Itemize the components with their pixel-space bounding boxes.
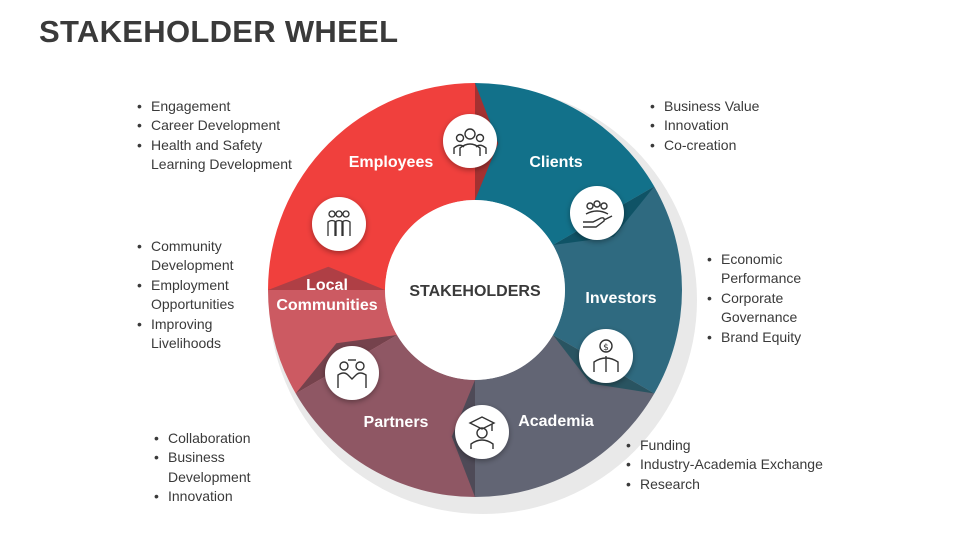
partners-bullet-list: CollaborationBusinessDevelopmentInnovati…	[153, 429, 251, 507]
investors-bullet-item: Governance	[721, 309, 798, 326]
segment-arrow-tip	[552, 186, 655, 245]
investors-bullet-item: Economic	[706, 250, 801, 270]
handshake-care-icon	[570, 186, 624, 240]
segment-label-employees: Employees	[349, 154, 434, 171]
segment-local-communities	[268, 290, 398, 394]
graduate-icon	[455, 405, 509, 459]
slide-title: STAKEHOLDER WHEEL	[39, 14, 399, 49]
investors-bullet-list: EconomicPerformanceCorporateGovernanceBr…	[706, 250, 801, 347]
segment-arrow-tip	[268, 266, 385, 290]
partners-bullet-item: Collaboration	[153, 429, 251, 449]
investor-dollar-icon: $	[579, 329, 633, 383]
center-label: STAKEHOLDERS	[409, 283, 541, 300]
employees-bullet-item: Career Development	[136, 116, 292, 136]
segment-label-clients: Clients	[529, 154, 582, 171]
employees-bullet-item: Engagement	[136, 97, 292, 117]
partners-bullet-item: Business	[153, 448, 251, 468]
academia-bullet-item: Funding	[625, 436, 823, 456]
local-communities-bullet-item: Improving	[136, 315, 234, 335]
local-communities-bullet-item: Development	[151, 257, 234, 274]
investors-bullet-item: Performance	[721, 270, 802, 287]
academia-bullet-item: Industry-Academia Exchange	[625, 455, 823, 475]
academia-bullet-list: FundingIndustry-Academia ExchangeResearc…	[625, 436, 823, 495]
segment-label-academia: Academia	[518, 413, 594, 430]
local-communities-bullet-item: Opportunities	[151, 296, 235, 313]
segment-label-investors: Investors	[585, 290, 656, 307]
center-circle	[385, 200, 565, 380]
clients-bullet-item: Innovation	[649, 116, 759, 136]
svg-text:$: $	[603, 343, 609, 353]
community-icon	[312, 197, 366, 251]
clients-bullet-item: Business Value	[649, 97, 759, 117]
academia-bullet-item: Research	[625, 475, 823, 495]
segment-label-partners: Partners	[364, 414, 429, 431]
investors-bullet-item: Brand Equity	[706, 328, 801, 348]
local-communities-bullet-item: Employment	[136, 276, 234, 296]
employees-bullet-list: EngagementCareer DevelopmentHealth and S…	[136, 97, 292, 175]
employees-bullet-item: Learning Development	[151, 156, 292, 173]
clients-bullet-item: Co-creation	[649, 136, 759, 156]
investors-bullet-item: Corporate	[706, 289, 801, 309]
partners-bullet-item: Innovation	[153, 487, 251, 507]
local-communities-bullet-list: CommunityDevelopmentEmploymentOpportunit…	[136, 237, 234, 353]
segment-label-communities: Communities	[276, 297, 377, 314]
local-communities-bullet-item: Livelihoods	[151, 335, 222, 352]
segment-label-local: Local	[306, 277, 348, 294]
local-communities-bullet-item: Community	[136, 237, 234, 257]
clients-bullet-list: Business ValueInnovationCo-creation	[649, 97, 759, 156]
team-icon	[443, 114, 497, 168]
partners-bullet-item: Development	[168, 468, 251, 485]
partners-icon	[325, 346, 379, 400]
employees-bullet-item: Health and Safety	[136, 136, 292, 156]
